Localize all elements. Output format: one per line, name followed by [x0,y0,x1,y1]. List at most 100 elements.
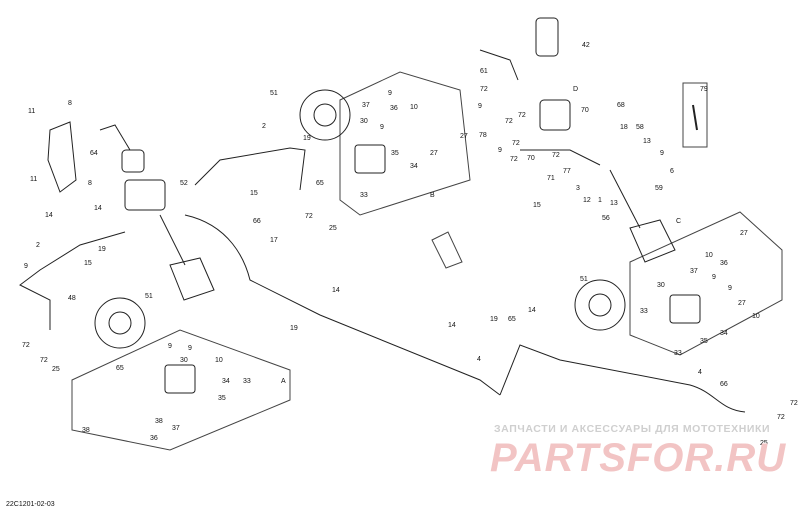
callout-label: 35 [391,150,399,157]
brake-disc-left [94,297,146,349]
callout-label: 17 [270,237,278,244]
watermark-logo: PARTSFOR.RU [490,436,787,480]
callout-label: 25 [329,225,337,232]
callout-label: 34 [720,330,728,337]
callout-label: 48 [68,295,76,302]
callout-label: 64 [90,150,98,157]
callout-label: 27 [460,133,468,140]
callout-label: 14 [332,287,340,294]
callout-label: 37 [172,425,180,432]
callout-label: 51 [270,90,278,97]
callout-label: 65 [316,180,324,187]
reservoir-top [535,17,559,57]
callout-label: 59 [655,185,663,192]
callout-label: D [573,86,579,93]
callout-label: 10 [410,104,418,111]
caliper-a [164,364,196,394]
callout-label: A [281,378,286,385]
callout-label: 9 [380,124,384,131]
brake-line-main [184,214,501,396]
callout-label: 13 [610,200,618,207]
callout-label: 38 [82,427,90,434]
callout-label: 4 [477,356,481,363]
callout-label: 72 [790,400,798,407]
callout-label: 14 [94,205,102,212]
callout-label: 72 [480,86,488,93]
callout-label: 19 [303,135,311,142]
callout-label: 42 [582,42,590,49]
callout-label: 65 [508,316,516,323]
caliper-c [669,294,701,324]
callout-label: 72 [510,156,518,163]
callout-label: 14 [528,307,536,314]
callout-label: 10 [215,357,223,364]
callout-label: 19 [490,316,498,323]
front-arrow [431,231,463,269]
callout-label: 9 [24,263,28,270]
callout-label: 30 [657,282,665,289]
callout-label: 72 [518,112,526,119]
callout-label: 79 [700,86,708,93]
callout-label: 77 [563,168,571,175]
watermark-tagline: ЗАПЧАСТИ И АКСЕССУАРЫ ДЛЯ МОТОТЕХНИКИ [494,423,771,435]
callout-label: 36 [390,105,398,112]
callout-label: 9 [478,103,482,110]
brake-line-left [19,231,126,330]
callout-label: 37 [690,268,698,275]
brake-disc-right [574,279,626,331]
callout-label: 33 [360,192,368,199]
callout-label: 72 [40,357,48,364]
callout-label: 14 [448,322,456,329]
pedal-left [169,257,215,301]
callout-label: 18 [620,124,628,131]
callout-label: 9 [188,345,192,352]
item-79-box [682,82,708,148]
callout-label: 35 [218,395,226,402]
brake-line-rear [520,149,601,166]
callout-label: 2 [36,242,40,249]
brake-line-right [499,344,746,413]
callout-label: 3 [576,185,580,192]
callout-label: 72 [512,140,520,147]
pedal-right [629,219,676,263]
callout-label: 27 [740,230,748,237]
callout-label: 14 [45,212,53,219]
callout-label: 51 [145,293,153,300]
callout-label: 27 [738,300,746,307]
callout-label: 15 [84,260,92,267]
callout-label: 2 [262,123,266,130]
diagram-code: 22C1201-02-03 [6,501,55,508]
callout-label: 36 [720,260,728,267]
callout-label: 71 [547,175,555,182]
callout-label: 8 [68,100,72,107]
callout-label: 58 [636,124,644,131]
callout-label: 15 [250,190,258,197]
callout-label: 68 [617,102,625,109]
callout-label: 78 [479,132,487,139]
callout-label: 13 [643,138,651,145]
reservoir-hose [479,49,519,81]
callout-label: 72 [552,152,560,159]
callout-label: 56 [602,215,610,222]
group-b-frame [339,71,471,216]
callout-label: 35 [700,338,708,345]
callout-label: 9 [168,343,172,350]
callout-label: 10 [705,252,713,259]
callout-label: 8 [88,180,92,187]
callout-label: 9 [712,274,716,281]
callout-label: 25 [52,366,60,373]
callout-label: 9 [728,285,732,292]
callout-label: 61 [480,68,488,75]
callout-label: C [676,218,682,225]
callout-label: 9 [388,90,392,97]
callout-label: 9 [498,147,502,154]
callout-label: 19 [98,246,106,253]
callout-label: 72 [505,118,513,125]
callout-label: 34 [410,163,418,170]
callout-label: B [430,192,435,199]
callout-label: 70 [581,107,589,114]
brake-line-top [194,147,306,191]
master-cylinder-left [121,149,145,173]
